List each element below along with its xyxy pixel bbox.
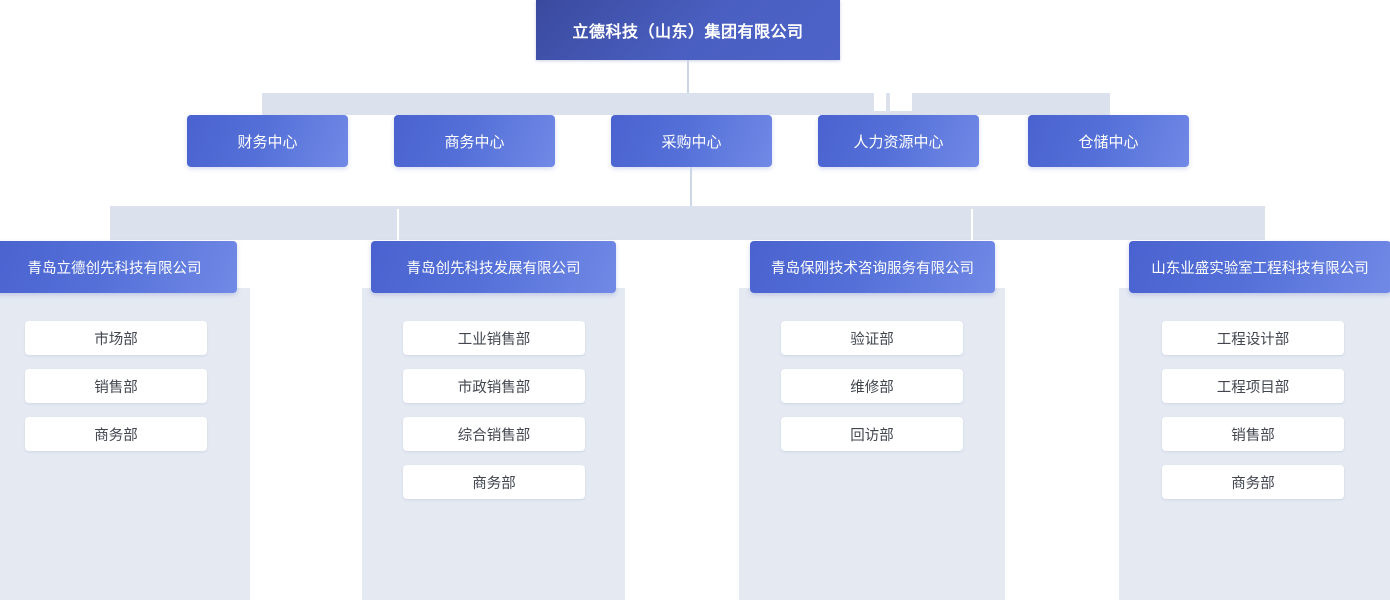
connector-mid-vertical <box>690 167 692 209</box>
root-node-label: 立德科技（山东）集团有限公司 <box>572 24 804 41</box>
company-node-label: 青岛创先科技发展有限公司 <box>406 260 581 277</box>
company-node-qingdao-chuangxian[interactable]: 青岛创先科技发展有限公司 <box>371 241 616 293</box>
company-node-label: 青岛立德创先科技有限公司 <box>27 260 202 277</box>
department-label: 维修部 <box>850 379 894 396</box>
department-item[interactable]: 验证部 <box>781 321 963 355</box>
connector-root-vertical <box>687 60 689 94</box>
department-label: 回访部 <box>850 427 894 444</box>
center-node-business[interactable]: 商务中心 <box>394 115 555 167</box>
connector-band-notch-2 <box>890 93 912 111</box>
department-item[interactable]: 维修部 <box>781 369 963 403</box>
department-list-2: 工业销售部 市政销售部 综合销售部 商务部 <box>403 321 585 499</box>
department-item[interactable]: 商务部 <box>25 417 207 451</box>
company-node-qingdao-baogang[interactable]: 青岛保刚技术咨询服务有限公司 <box>750 241 995 293</box>
department-label: 综合销售部 <box>457 427 531 444</box>
connector-band-level3 <box>110 206 1265 240</box>
department-list-4: 工程设计部 工程项目部 销售部 商务部 <box>1162 321 1344 499</box>
company-node-shandong-yesheng[interactable]: 山东业盛实验室工程科技有限公司 <box>1129 241 1390 293</box>
department-item[interactable]: 市政销售部 <box>403 369 585 403</box>
department-item[interactable]: 回访部 <box>781 417 963 451</box>
center-node-hr[interactable]: 人力资源中心 <box>818 115 979 167</box>
department-item[interactable]: 综合销售部 <box>403 417 585 451</box>
department-item[interactable]: 工程设计部 <box>1162 321 1344 355</box>
connector-band-tick-right <box>971 209 973 240</box>
department-label: 商务部 <box>94 427 138 444</box>
department-item[interactable]: 市场部 <box>25 321 207 355</box>
center-node-warehouse[interactable]: 仓储中心 <box>1028 115 1189 167</box>
department-label: 工程项目部 <box>1216 379 1290 396</box>
department-label: 销售部 <box>1231 427 1275 444</box>
company-node-label: 青岛保刚技术咨询服务有限公司 <box>771 260 974 277</box>
root-node-group[interactable]: 立德科技（山东）集团有限公司 <box>536 0 840 60</box>
department-label: 工程设计部 <box>1216 331 1290 348</box>
department-label: 市政销售部 <box>457 379 531 396</box>
company-node-label: 山东业盛实验室工程科技有限公司 <box>1151 260 1369 277</box>
center-node-label: 采购中心 <box>661 133 722 151</box>
center-node-purchasing[interactable]: 采购中心 <box>611 115 772 167</box>
company-node-qingdao-lide-chuangxian[interactable]: 青岛立德创先科技有限公司 <box>0 241 237 293</box>
department-label: 商务部 <box>1231 475 1275 492</box>
connector-band-level2 <box>262 93 1110 115</box>
department-label: 销售部 <box>94 379 138 396</box>
connector-band-notch <box>874 93 886 111</box>
center-node-label: 仓储中心 <box>1078 133 1139 151</box>
department-item[interactable]: 销售部 <box>25 369 207 403</box>
center-node-label: 人力资源中心 <box>853 133 944 151</box>
center-node-finance[interactable]: 财务中心 <box>187 115 348 167</box>
department-label: 工业销售部 <box>457 331 531 348</box>
department-label: 验证部 <box>850 331 894 348</box>
department-item[interactable]: 商务部 <box>403 465 585 499</box>
department-item[interactable]: 工程项目部 <box>1162 369 1344 403</box>
center-node-label: 财务中心 <box>237 133 298 151</box>
connector-band-tick-left <box>397 209 399 240</box>
department-item[interactable]: 工业销售部 <box>403 321 585 355</box>
department-list-3: 验证部 维修部 回访部 <box>781 321 963 451</box>
department-label: 商务部 <box>472 475 516 492</box>
department-label: 市场部 <box>94 331 138 348</box>
department-list-1: 市场部 销售部 商务部 <box>25 321 207 451</box>
department-item[interactable]: 商务部 <box>1162 465 1344 499</box>
department-item[interactable]: 销售部 <box>1162 417 1344 451</box>
center-node-label: 商务中心 <box>444 133 505 151</box>
